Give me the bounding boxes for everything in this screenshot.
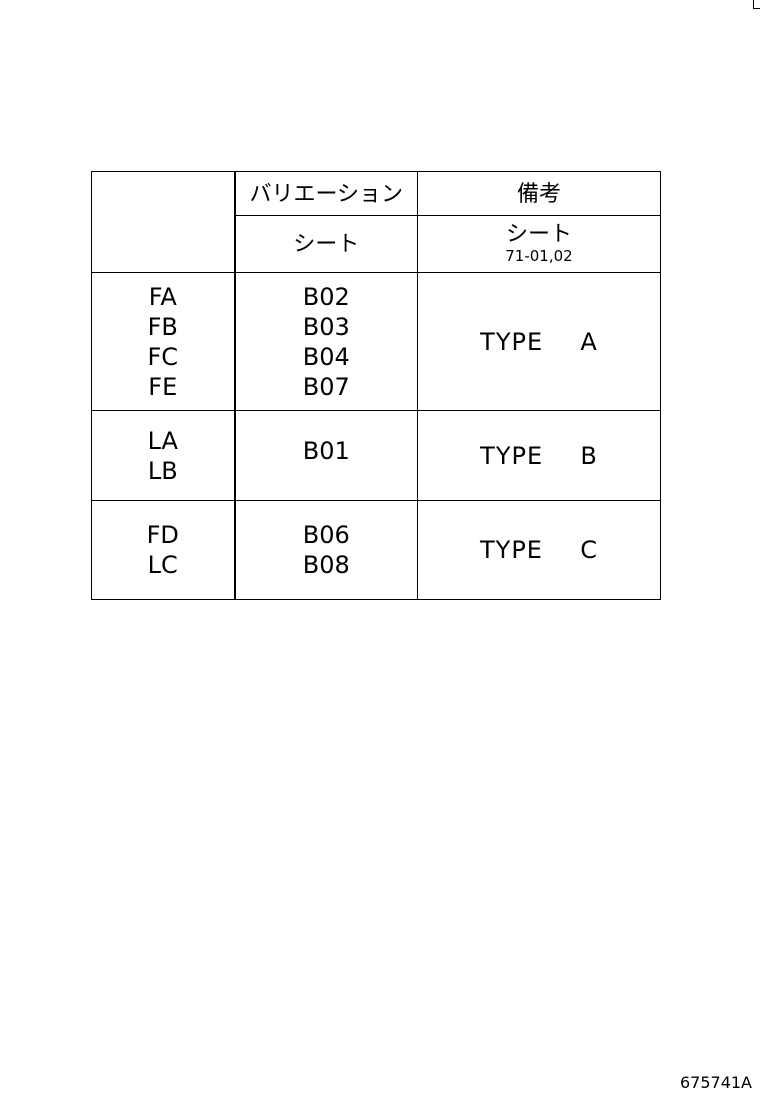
seat-code: B03 — [302, 312, 350, 341]
header-blank-cell — [91, 171, 236, 273]
header-variation-cell: バリエーション — [234, 171, 418, 216]
code: LC — [147, 551, 178, 579]
seat-code: B04 — [302, 342, 350, 371]
header-remarks-cell: 備考 — [417, 171, 661, 216]
seats-cell: B06 B08 — [234, 500, 418, 600]
document-number: 675741A — [679, 1073, 752, 1092]
seat-code: B02 — [302, 282, 350, 311]
seats-cell: B02 B03 B04 B07 — [234, 272, 418, 411]
remarks-ref: 71-01,02 — [505, 247, 573, 265]
type-label: TYPE A — [480, 327, 598, 356]
header-row-1: バリエーション 備考 — [91, 171, 661, 273]
header-seat-remarks-cell: シート 71-01,02 — [417, 215, 661, 273]
variation-label: バリエーション — [249, 181, 404, 207]
codes-cell: FA FB FC FE — [91, 272, 236, 411]
table-row: FD LC B06 B08 TYPE C — [91, 500, 661, 600]
corner-mark — [753, 0, 760, 9]
seats-cell: B01 — [234, 410, 418, 501]
code: FA — [148, 282, 177, 311]
type-label: TYPE B — [480, 441, 598, 470]
seat-label-variation: シート — [293, 232, 360, 257]
seat-label-remarks: シート — [505, 222, 572, 247]
type-cell: TYPE C — [417, 500, 661, 600]
code: FC — [147, 342, 179, 371]
codes-cell: FD LC — [91, 500, 236, 600]
type-cell: TYPE A — [417, 272, 661, 411]
table-row: FA FB FC FE B02 B03 B04 B07 TYPE A — [91, 272, 661, 411]
table-row: LA LB B01 TYPE B — [91, 410, 661, 501]
code: FB — [147, 312, 178, 341]
seat-code: B06 — [302, 521, 350, 549]
seat-code: B07 — [302, 372, 350, 401]
code: FE — [148, 372, 178, 401]
codes-cell: LA LB — [91, 410, 236, 501]
code: LB — [147, 456, 178, 485]
header-seat-variation-cell: シート — [234, 215, 418, 273]
header-row-2: シート シート 71-01,02 — [92, 215, 661, 273]
remarks-label: 備考 — [516, 181, 561, 207]
type-label: TYPE C — [480, 536, 598, 564]
code: LA — [147, 426, 178, 455]
code: FD — [146, 521, 179, 549]
seat-code: B08 — [302, 551, 350, 579]
variation-table: バリエーション 備考 シート シート 71-01,02 FA FB FC FE … — [91, 171, 661, 600]
seat-code: B01 — [302, 436, 350, 465]
type-cell: TYPE B — [417, 410, 661, 501]
